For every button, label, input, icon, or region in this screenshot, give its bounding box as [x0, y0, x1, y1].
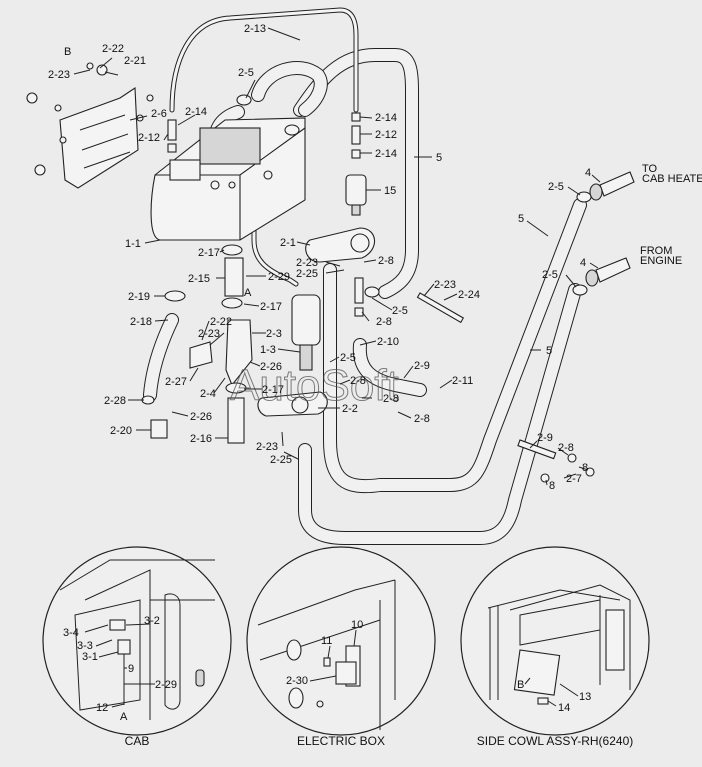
callout-2-23: 2-23: [296, 257, 318, 269]
callout-2-9: 2-9: [537, 432, 553, 444]
cab-callout-3-3: 3-3: [77, 640, 93, 652]
electric-box-caption: ELECTRIC BOX: [297, 734, 385, 748]
callout-8: 8: [582, 462, 588, 474]
watermark-text: AutoSoft: [230, 361, 399, 410]
callout-2-8: 2-8: [376, 316, 392, 328]
callout-2-13: 2-13: [244, 23, 266, 35]
callout-4: 4: [580, 257, 586, 269]
callout-8: 8: [549, 480, 555, 492]
callout-2-22: 2-22: [102, 43, 124, 55]
callout-2-20: 2-20: [110, 425, 132, 437]
callout-15: 15: [384, 185, 396, 197]
cab-callout-3-1: 3-1: [82, 651, 98, 663]
cab-callout-12: 12: [96, 702, 108, 714]
heater-unit: [150, 117, 306, 241]
callout-2-10: 2-10: [377, 336, 399, 348]
callout-2-21: 2-21: [124, 55, 146, 67]
callout-2-29: 2-29: [268, 271, 290, 283]
callout-2-5: 2-5: [542, 269, 558, 281]
side-cowl-caption: SIDE COWL ASSY-RH(6240): [477, 734, 634, 748]
cab-callout-a: A: [120, 711, 128, 723]
callout-2-23: 2-23: [434, 279, 456, 291]
callout-2-12: 2-12: [375, 129, 397, 141]
callout-a: A: [244, 287, 252, 299]
callout-2-5: 2-5: [392, 305, 408, 317]
callout-1-1: 1-1: [125, 238, 141, 250]
fuel-fittings: [167, 112, 367, 216]
callout-2-26: 2-26: [260, 361, 282, 373]
callout-5: 5: [518, 213, 524, 225]
callout-2-1: 2-1: [280, 237, 296, 249]
inset-side-cowl: B 13 14 SIDE COWL ASSY-RH(6240): [460, 546, 650, 748]
connection-pipes: [585, 171, 635, 287]
callout-2-25: 2-25: [270, 454, 292, 466]
callout-2-23: 2-23: [256, 441, 278, 453]
callout-2-8: 2-8: [558, 442, 574, 454]
callout-2-19: 2-19: [128, 291, 150, 303]
water-pump-group: [150, 227, 595, 483]
to-label: TO: [642, 163, 658, 175]
coolant-hoses: [143, 48, 587, 545]
callout-2-5: 2-5: [548, 181, 564, 193]
callout-2-11: 2-11: [452, 375, 473, 387]
sc-callout-b: B: [517, 679, 524, 691]
callout-1-3: 1-3: [260, 344, 276, 356]
callout-2-9: 2-9: [414, 360, 430, 372]
callout-2-6: 2-6: [151, 108, 167, 120]
callout-2-5: 2-5: [238, 67, 254, 79]
callout-2-15: 2-15: [188, 273, 210, 285]
callout-2-23: 2-23: [48, 69, 70, 81]
inset-electric-box: 10 11 2-30 ELECTRIC BOX: [246, 546, 436, 748]
cab-callout-3-4: 3-4: [63, 627, 79, 639]
callout-2-8: 2-8: [414, 413, 430, 425]
hose-clamps: [141, 94, 592, 405]
eb-callout-2-30: 2-30: [286, 675, 308, 687]
callout-2-3: 2-3: [266, 328, 282, 340]
callout-2-16: 2-16: [190, 433, 212, 445]
from-label: FROM: [640, 245, 672, 257]
callout-2-12: 2-12: [138, 132, 160, 144]
callout-2-8: 2-8: [350, 375, 366, 387]
callout-2-28: 2-28: [104, 395, 126, 407]
callout-2-14: 2-14: [375, 148, 397, 160]
callout-5: 5: [546, 345, 552, 357]
callout-2-7: 2-7: [566, 473, 582, 485]
callout-2-4: 2-4: [200, 388, 216, 400]
inset-cab: 3-4 3-2 3-3 3-1 9 2-29 12 A CAB: [42, 546, 232, 748]
eb-callout-10: 10: [351, 619, 363, 631]
eb-callout-11: 11: [321, 635, 332, 647]
cab-heater-label: CAB HEATER: [642, 173, 702, 185]
callout-2-5: 2-5: [340, 352, 356, 364]
callout-2-14: 2-14: [375, 112, 397, 124]
callout-2-27: 2-27: [165, 376, 187, 388]
callout-2-23: 2-23: [198, 328, 220, 340]
cab-callout-2-29: 2-29: [155, 679, 177, 691]
callout-2-8: 2-8: [383, 393, 399, 405]
callout-2-22: 2-22: [210, 316, 232, 328]
engine-label: ENGINE: [640, 255, 682, 267]
callout-4: 4: [585, 167, 591, 179]
callout-2-14: 2-14: [185, 106, 207, 118]
leader-lines: [73, 27, 601, 486]
callout-2-8: 2-8: [378, 255, 394, 267]
callout-2-18: 2-18: [130, 316, 152, 328]
callout-2-26: 2-26: [190, 411, 212, 423]
fuel-line: [169, 7, 359, 287]
callout-2-17: 2-17: [198, 247, 220, 259]
callout-2-17: 2-17: [260, 301, 282, 313]
callout-2-25: 2-25: [296, 268, 318, 280]
callout-b: B: [64, 46, 71, 58]
callout-2-2: 2-2: [342, 403, 358, 415]
mounting-bracket: [26, 62, 154, 189]
callout-5: 5: [436, 152, 442, 164]
callout-2-17: 2-17: [262, 384, 284, 396]
cab-callout-3-2: 3-2: [144, 615, 160, 627]
cab-caption: CAB: [125, 734, 150, 748]
sc-callout-14: 14: [558, 702, 570, 714]
sc-callout-13: 13: [579, 691, 591, 703]
callout-2-24: 2-24: [458, 289, 480, 301]
cab-callout-9: 9: [128, 663, 134, 675]
part-callouts: 2-13 B 2-22 2-21 2-23 2-6 2-5 2-14 2-12 …: [48, 23, 702, 492]
